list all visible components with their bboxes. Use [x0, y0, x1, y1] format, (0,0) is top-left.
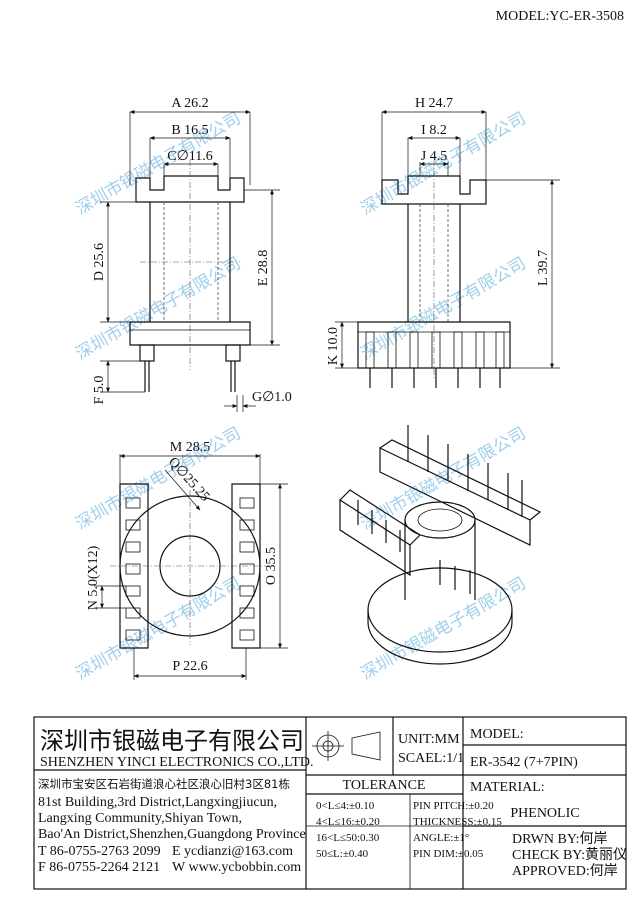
pin-slot — [475, 331, 485, 369]
title-frame — [33, 716, 627, 890]
scale: SCAEL:1/1 — [398, 751, 464, 766]
title-block: 深圳市银磁电子有限公司 SHENZHEN YINCI ELECTRONICS C… — [33, 716, 627, 890]
dim-k-label: K 10.0 — [326, 327, 341, 365]
address-en-1: 81st Building,3rd District,Langxingjiucu… — [38, 795, 277, 810]
projection-symbol-icon — [312, 731, 381, 761]
foot — [139, 344, 155, 362]
foot — [225, 344, 241, 362]
tolerance-left-1: 4<L≤16:±0.20 — [316, 816, 380, 828]
iso-left-rail-top — [339, 489, 421, 546]
dim-c-label: C∅11.6 — [167, 149, 213, 164]
pin-slot — [239, 497, 255, 509]
pin-row — [365, 331, 505, 388]
tolerance-right-0: PIN PITCH:±0.20 — [413, 800, 494, 812]
top-flange — [381, 175, 487, 205]
pin-slot — [239, 629, 255, 641]
company-name-en: SHENZHEN YINCI ELECTRONICS CO.,LTD. — [40, 755, 314, 770]
iso-pins — [357, 425, 523, 594]
dim-p-label: P 22.6 — [172, 659, 207, 674]
pin-slot — [239, 519, 255, 531]
pin-slot — [125, 497, 141, 509]
left-pin-rail — [119, 483, 149, 649]
top-flange — [135, 175, 245, 203]
tolerance-title: TOLERANCE — [343, 778, 426, 793]
unit: UNIT:MM — [398, 732, 460, 747]
tolerance-left-3: 50≤L:±0.40 — [316, 848, 369, 860]
dim-h-label: H 24.7 — [415, 96, 453, 111]
watermark: 深圳市银磁电子有限公司 — [73, 109, 245, 220]
isometric-view — [339, 425, 542, 665]
dim-b-label: B 16.5 — [171, 123, 208, 138]
pin-slot — [125, 541, 141, 553]
material-label: MATERIAL: — [470, 780, 545, 795]
iso-flange-edge — [367, 610, 513, 665]
dim-m-label: M 28.5 — [170, 440, 210, 455]
drawn-by: DRWN BY:何岸 — [512, 831, 608, 847]
pin-slot — [125, 519, 141, 531]
email: E ycdianzi@163.com — [172, 844, 293, 859]
dim-a-label: A 26.2 — [171, 96, 208, 111]
company-name-cn: 深圳市银磁电子有限公司 — [40, 727, 304, 755]
iso-right-rail-top — [379, 439, 542, 521]
model-label: MODEL: — [470, 727, 524, 742]
web: W www.ycbobbin.com — [172, 860, 301, 875]
pin-slot — [125, 629, 141, 641]
dim-f-label: F 5.0 — [92, 376, 107, 405]
side-view: H 24.7 I 8.2 J 4.5 L 39.7 K 10.0 — [326, 96, 560, 388]
pin-slots-right — [239, 497, 255, 641]
material-value: PHENOLIC — [510, 806, 579, 821]
approved-by: APPROVED:何岸 — [512, 863, 618, 879]
address-en-3: Bao'An District,Shenzhen,Guangdong Provi… — [38, 827, 306, 842]
watermark: 深圳市银磁电子有限公司 — [73, 424, 245, 535]
pin-slot — [453, 331, 463, 369]
tolerance-right-3: PIN DIM:±0.05 — [413, 848, 484, 860]
projection-cone — [351, 731, 381, 761]
model-header: MODEL:YC-ER-3508 — [496, 9, 624, 24]
pin-slot — [239, 541, 255, 553]
address-en-2: Langxing Community,Shiyan Town, — [38, 811, 242, 826]
dim-i-label: I 8.2 — [421, 123, 447, 138]
tolerance-left-2: 16<L≤50:0.30 — [316, 832, 380, 844]
dim-line-q — [164, 469, 201, 511]
pin-slot — [239, 563, 255, 575]
fax: F 86-0755-2264 2121 — [38, 860, 160, 875]
tel: T 86-0755-2763 2099 — [38, 844, 161, 859]
pin-slot — [125, 585, 141, 597]
iso-left-rail — [339, 498, 411, 577]
pin-slot — [239, 585, 255, 597]
front-view: A 26.2 B 16.5 C∅11.6 D 25.6 E 28.8 F 5.0… — [92, 96, 292, 412]
pin-slot — [239, 607, 255, 619]
check-by: CHECK BY:黄丽仪 — [512, 846, 627, 863]
tolerance-right-2: ANGLE:±1° — [413, 832, 469, 844]
dim-l-label: L 39.7 — [536, 250, 551, 286]
iso-core-top — [404, 501, 476, 539]
pin-slot — [125, 607, 141, 619]
watermark-group: 深圳市银磁电子有限公司 深圳市银磁电子有限公司 深圳市银磁电子有限公司 深圳市银… — [73, 109, 530, 685]
address-cn: 深圳市宝安区石岩街道浪心社区浪心旧村3区81栋 — [38, 777, 290, 791]
pin-slot — [495, 331, 505, 369]
tolerance-left-0: 0<L≤4:±0.10 — [316, 800, 375, 812]
dim-e-label: E 28.8 — [256, 250, 271, 287]
dim-g-label: G∅1.0 — [252, 390, 292, 405]
pin-slot — [431, 331, 441, 369]
model-value: ER-3542 (7+7PIN) — [470, 755, 578, 770]
dim-o-label: O 35.5 — [264, 547, 279, 585]
iso-right-rail — [379, 447, 531, 546]
dim-d-label: D 25.6 — [92, 243, 107, 281]
pin-slot — [125, 563, 141, 575]
dim-j-label: J 4.5 — [421, 149, 447, 164]
pin-slots-left — [125, 497, 141, 641]
dim-n-label: N 5.0(X12) — [86, 545, 101, 610]
tolerance-right-1: THICKNESS:±0.15 — [413, 816, 502, 828]
iso-core-hole — [417, 508, 463, 532]
